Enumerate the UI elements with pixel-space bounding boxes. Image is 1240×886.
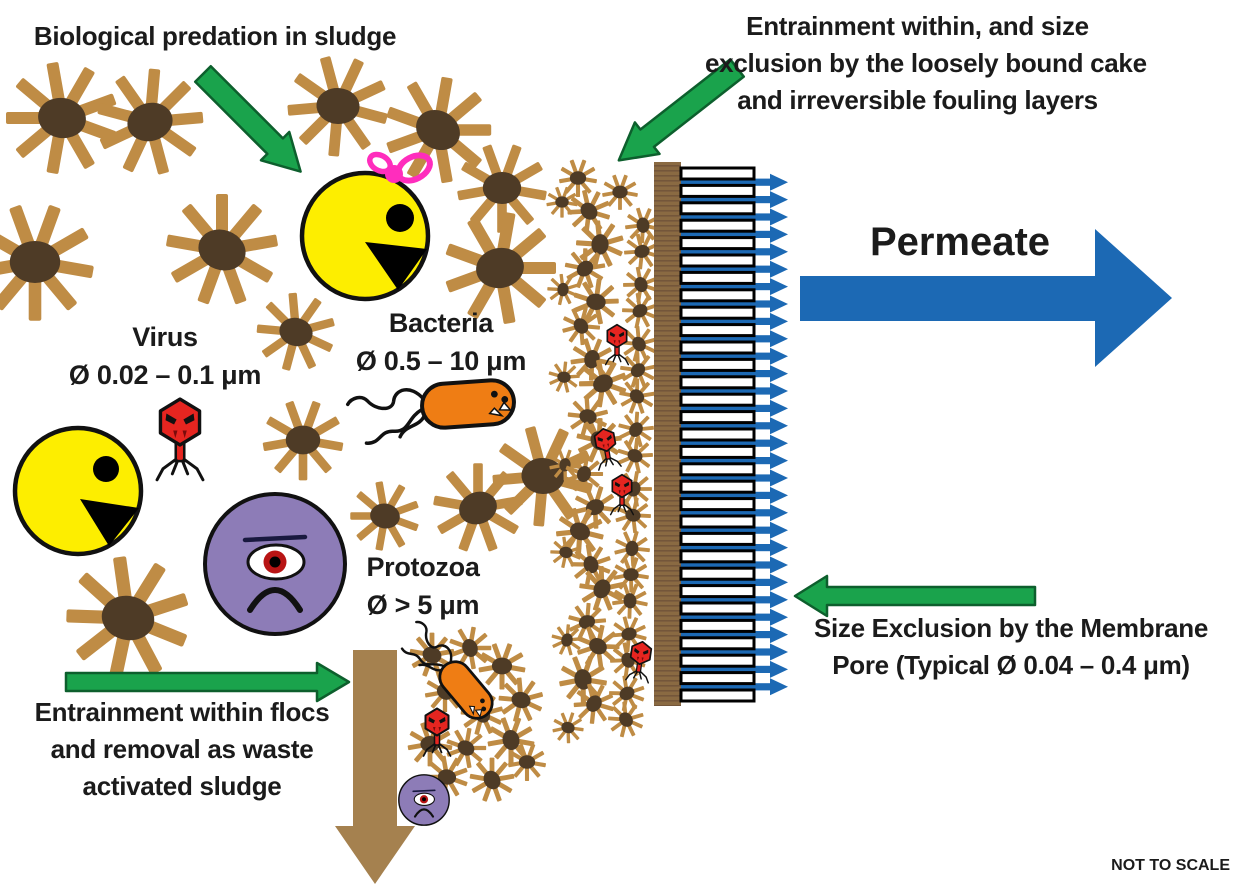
membrane-fiber: [679, 201, 756, 216]
membrane-fiber: [679, 618, 756, 633]
cake-floc-icon: [546, 273, 580, 307]
floc-entrainment-line3: activated sludge: [82, 771, 282, 801]
membrane-fiber: [679, 601, 756, 616]
bacterium-icon: [344, 376, 519, 447]
protozoa-label: Protozoa Ø > 5 μm: [350, 548, 496, 624]
membrane-fiber: [679, 636, 756, 651]
membrane-fiber: [679, 688, 756, 703]
membrane-fiber: [679, 549, 756, 564]
waste-sludge-arrow-icon: [335, 650, 415, 884]
membrane-fiber: [679, 183, 756, 198]
membrane-fiber: [679, 166, 756, 181]
pink-bow-icon: [367, 151, 433, 184]
cake-entrainment-title: Entrainment within, and size exclusion b…: [705, 8, 1147, 119]
scale-note: NOT TO SCALE: [1111, 857, 1230, 874]
floc-entrainment-label: Entrainment within flocs and removal as …: [12, 694, 352, 805]
membrane-fiber: [679, 357, 756, 372]
size-exclusion-line1: Size Exclusion by the Membrane: [813, 613, 1209, 643]
membrane-fiber: [679, 253, 756, 268]
membrane-fibers: [679, 166, 756, 703]
membrane-fiber: [679, 427, 756, 442]
entrained-floc-cluster: [393, 614, 549, 827]
cake-arrow-icon: [617, 58, 746, 162]
membrane-fiber: [679, 497, 756, 512]
membrane-fiber: [679, 671, 756, 686]
membrane-fiber: [679, 340, 756, 355]
membrane-fiber: [679, 323, 756, 338]
membrane-fiber: [679, 375, 756, 390]
permeate-arrow-icon: [800, 229, 1172, 367]
virus-name: Virus: [132, 322, 198, 352]
permeate-label: Permeate: [869, 220, 1051, 264]
membrane-fiber: [679, 288, 756, 303]
membrane-fiber: [679, 392, 756, 407]
grazing-protozoa-left-icon: [12, 425, 144, 557]
virus-size: Ø 0.02 – 0.1 μm: [68, 360, 262, 390]
protozoa-icon: [205, 494, 345, 634]
size-exclusion-label: Size Exclusion by the Membrane Pore (Typ…: [785, 610, 1237, 684]
membrane-fiber: [679, 444, 756, 459]
membrane-fiber: [679, 270, 756, 285]
floc-entrainment-line2: and removal as waste: [50, 734, 314, 764]
fouling-layer-bar: [654, 162, 681, 706]
floc-entrainment-arrow-icon: [64, 661, 351, 703]
membrane-fiber: [679, 566, 756, 581]
virus-icon: [155, 397, 205, 482]
membrane-fiber: [679, 514, 756, 529]
cake-floc-icon: [600, 694, 651, 745]
membrane-fiber: [679, 584, 756, 599]
membrane-fiber: [679, 410, 756, 425]
virus-label: Virus Ø 0.02 – 0.1 μm: [40, 318, 290, 394]
membrane-fiber: [679, 462, 756, 477]
membrane-fiber: [679, 531, 756, 546]
entrained-protozoa-icon: [397, 773, 451, 827]
cake-entrainment-line2: exclusion by the loosely bound cake: [705, 48, 1147, 78]
predation-arrow-icon: [193, 64, 302, 173]
predation-title: Biological predation in sludge: [33, 21, 397, 51]
grazing-protozoa-top-icon: [299, 151, 433, 302]
bacteria-label: Bacteria Ø 0.5 – 10 μm: [330, 304, 552, 380]
protozoa-name: Protozoa: [366, 552, 480, 582]
membrane-fiber: [679, 305, 756, 320]
size-exclusion-line2: Pore (Typical Ø 0.04 – 0.4 μm): [832, 650, 1190, 680]
cake-entrainment-line3: and irreversible fouling layers: [737, 85, 1098, 115]
membrane-fiber: [679, 653, 756, 668]
cake-entrainment-line1: Entrainment within, and size: [746, 11, 1089, 41]
membrane-fiber: [679, 218, 756, 233]
entrained-bacterium-icon: [393, 614, 500, 731]
permeate-flux-arrows: [666, 173, 788, 696]
bacteria-size: Ø 0.5 – 10 μm: [355, 346, 527, 376]
protozoa-size: Ø > 5 μm: [366, 590, 480, 620]
floc-entrainment-line1: Entrainment within flocs: [34, 697, 330, 727]
cake-floc-icon: [612, 528, 652, 569]
membrane-fiber: [679, 236, 756, 251]
membrane-fiber: [679, 479, 756, 494]
bacteria-name: Bacteria: [388, 308, 494, 338]
pore-exclusion-arrow-icon: [793, 574, 1037, 618]
